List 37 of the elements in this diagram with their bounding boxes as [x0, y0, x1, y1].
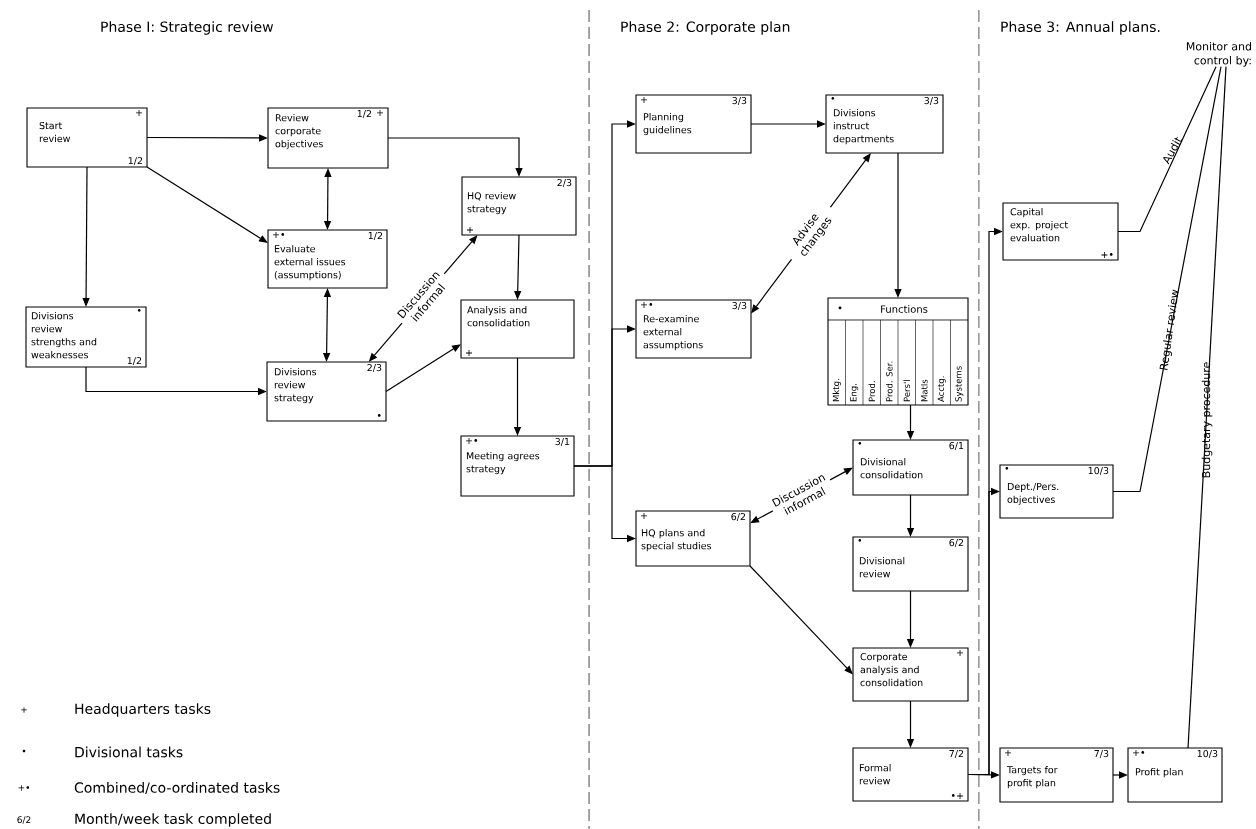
phase-heading: Phase 3: Annual plans. — [1001, 21, 1160, 35]
legend-text: Combined/co-ordinated tasks — [74, 782, 280, 794]
task-box: • 10/3 Dept./Pers. objectives — [999, 464, 1114, 519]
legend-text: Divisional tasks — [75, 746, 183, 758]
task-box: Divisions review strengths and weaknesses • 1/2 — [25, 306, 147, 368]
task-box: 2/3 HQ review strategy + — [461, 176, 577, 236]
legend-text: Month/week task completed — [75, 813, 271, 827]
task-box: • 6/1 Divisional consolidation — [852, 439, 969, 496]
task-box: +• 10/3 Profit plan — [1127, 747, 1223, 803]
arrow — [385, 344, 461, 393]
annotation-text: Monitor and control by: — [1186, 42, 1251, 67]
task-box: 7/2 Formal review •+ — [852, 747, 969, 802]
task-box: Review corporate objectives 1/2 + — [267, 107, 389, 169]
task-box: • 3/3 Divisions instruct departments — [825, 94, 944, 154]
legend-symbol: +• — [18, 785, 30, 791]
task-box: + 6/2 HQ plans and special studies — [635, 510, 751, 567]
legend-symbol: • — [22, 749, 26, 753]
legend-text: Headquarters tasks — [75, 703, 211, 717]
edge-label: Regular review — [1159, 289, 1179, 370]
task-box: + Start review 1/2 — [26, 107, 148, 168]
arrow — [146, 166, 268, 243]
legend-symbol: 6/2 — [17, 816, 31, 824]
task-box: • Functions Mktg. Eng. Prod. Prod. Ser. Pers'l Matls Acctg. Systems — [827, 297, 969, 406]
phase-heading: Phase 2: Corporate plan — [621, 21, 790, 35]
task-box: + 7/3 Targets for profit plan — [999, 747, 1114, 803]
task-box: + 3/3 Planning guidelines — [635, 94, 752, 154]
phase-heading: Phase I: Strategic review — [101, 21, 273, 35]
legend-symbol: + — [21, 707, 27, 713]
task-box: • 6/2 Divisional review — [852, 536, 969, 592]
task-box: Analysis and consolidation + — [460, 299, 575, 359]
task-box: +• 3/3 Re-examine external assumptions — [635, 299, 752, 359]
edge-label: Budgetary procedure — [1201, 362, 1213, 478]
task-box: Capital exp. project evaluation +• — [1002, 202, 1119, 261]
task-box: +• 1/2 Evaluate external issues (assumptions) — [267, 229, 388, 289]
task-box: +• 3/1 Meeting agrees strategy — [460, 435, 575, 497]
task-box: Corporate analysis and consolidation + — [852, 647, 969, 702]
task-box: Divisions review strategy 2/3 • — [266, 361, 387, 422]
